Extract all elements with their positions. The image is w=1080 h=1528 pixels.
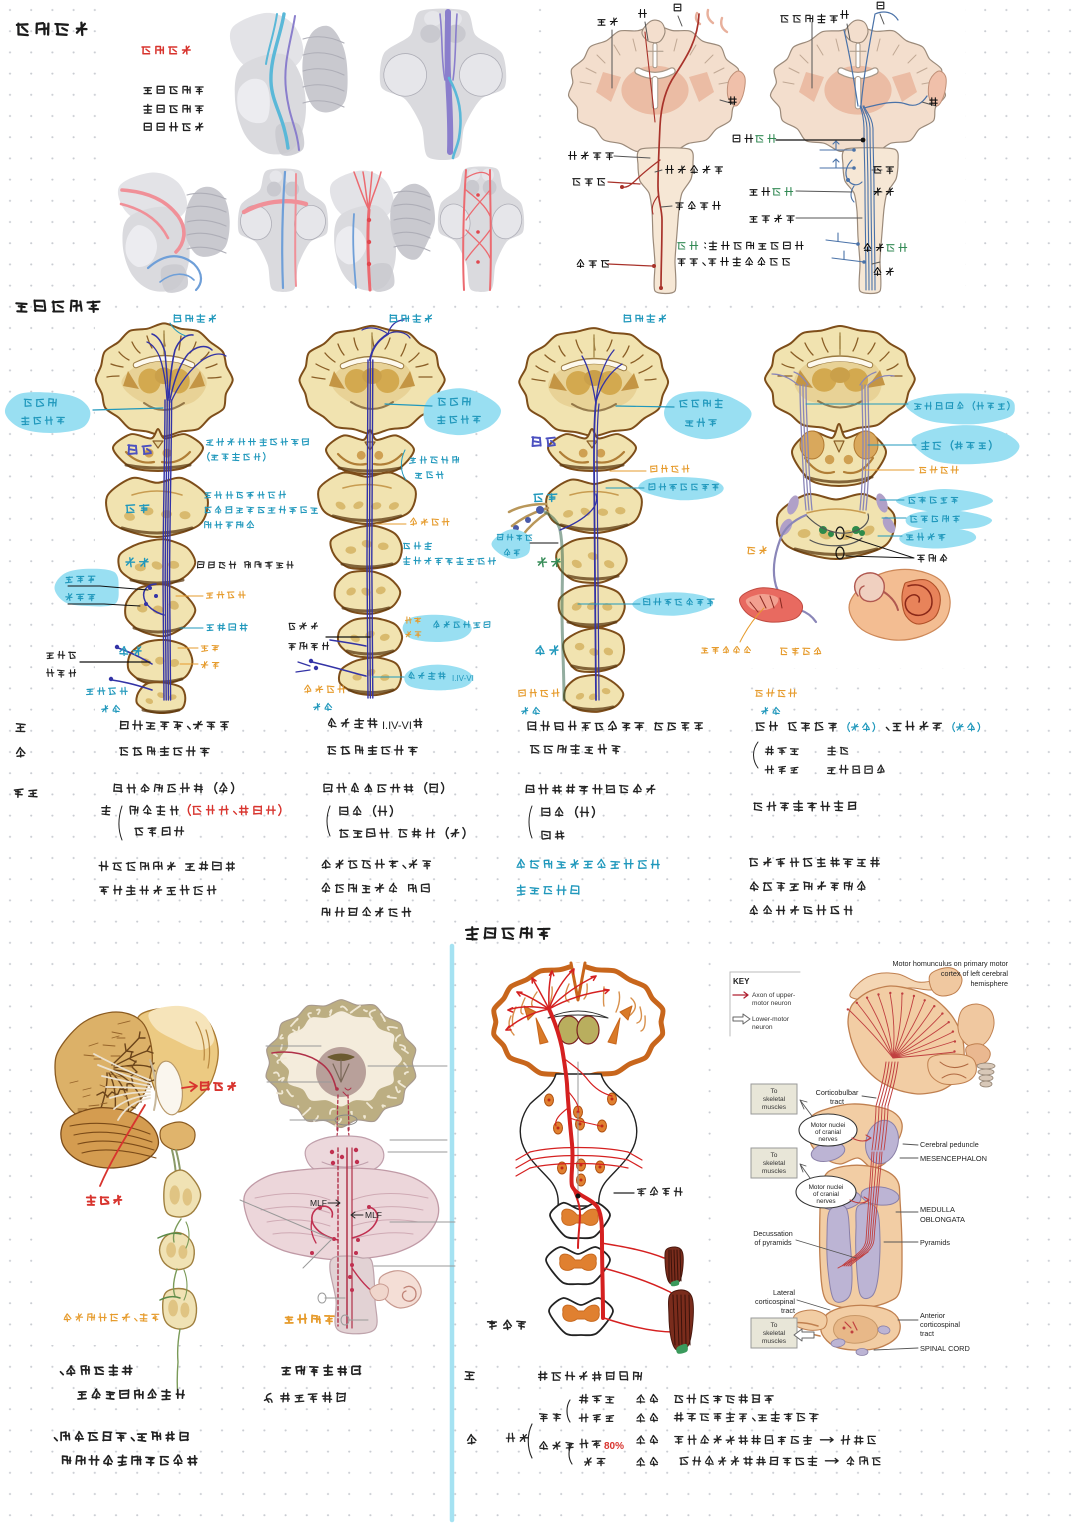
svg-text:Axon of upper-: Axon of upper-: [752, 992, 795, 999]
svg-text:of pyramids: of pyramids: [754, 1238, 792, 1247]
svg-text:of cranial: of cranial: [815, 1129, 841, 1136]
svg-text:To: To: [771, 1088, 778, 1095]
svg-text:To: To: [771, 1152, 778, 1159]
svg-text:MESENCEPHALON: MESENCEPHALON: [920, 1154, 987, 1163]
svg-text:muscles: muscles: [762, 1338, 787, 1345]
svg-text:KEY: KEY: [733, 977, 750, 986]
svg-text:skeletal: skeletal: [763, 1160, 786, 1167]
svg-text:SPINAL CORD: SPINAL CORD: [920, 1344, 970, 1353]
svg-text:muscles: muscles: [762, 1104, 787, 1111]
svg-text:Anterior: Anterior: [920, 1311, 946, 1320]
svg-text:Pyramids: Pyramids: [920, 1238, 950, 1247]
svg-text:Cerebral peduncle: Cerebral peduncle: [920, 1140, 979, 1149]
svg-text:I.IV-VI: I.IV-VI: [382, 720, 412, 732]
svg-text:Decussation: Decussation: [753, 1229, 793, 1238]
svg-text:corticospinal: corticospinal: [920, 1320, 960, 1329]
svg-text:OBLONGATA: OBLONGATA: [920, 1215, 965, 1224]
svg-text:nerves: nerves: [818, 1136, 837, 1143]
svg-text:MLF: MLF: [310, 1198, 327, 1208]
svg-text:To: To: [771, 1322, 778, 1329]
svg-text:Corticobulbar: Corticobulbar: [816, 1088, 859, 1097]
svg-text:hemisphere: hemisphere: [970, 979, 1008, 988]
svg-text:I.IV-VI: I.IV-VI: [452, 674, 474, 683]
svg-text:neuron: neuron: [752, 1024, 773, 1031]
svg-text:of cranial: of cranial: [813, 1191, 839, 1198]
svg-text:corticospinal: corticospinal: [755, 1297, 795, 1306]
svg-text:tract: tract: [781, 1306, 795, 1315]
svg-text:tract: tract: [920, 1329, 934, 1338]
svg-text:muscles: muscles: [762, 1168, 787, 1175]
svg-text:nerves: nerves: [816, 1198, 835, 1205]
svg-text:80%: 80%: [604, 1441, 624, 1452]
svg-text:MEDULLA: MEDULLA: [920, 1205, 955, 1214]
svg-text:skeletal: skeletal: [763, 1096, 786, 1103]
svg-text:Motor homunculus on primary mo: Motor homunculus on primary motor: [893, 959, 1009, 968]
svg-text:skeletal: skeletal: [763, 1330, 786, 1337]
svg-text:Motor nuclei: Motor nuclei: [809, 1184, 844, 1191]
svg-text:Lower-motor: Lower-motor: [752, 1016, 790, 1023]
svg-text:cortex of left cerebral: cortex of left cerebral: [941, 969, 1009, 978]
svg-text:Lateral: Lateral: [773, 1288, 795, 1297]
svg-text:tract: tract: [830, 1097, 844, 1106]
svg-text:motor neuron: motor neuron: [752, 1000, 792, 1007]
svg-text:Motor nuclei: Motor nuclei: [811, 1122, 846, 1129]
svg-text:MLF: MLF: [365, 1210, 382, 1220]
